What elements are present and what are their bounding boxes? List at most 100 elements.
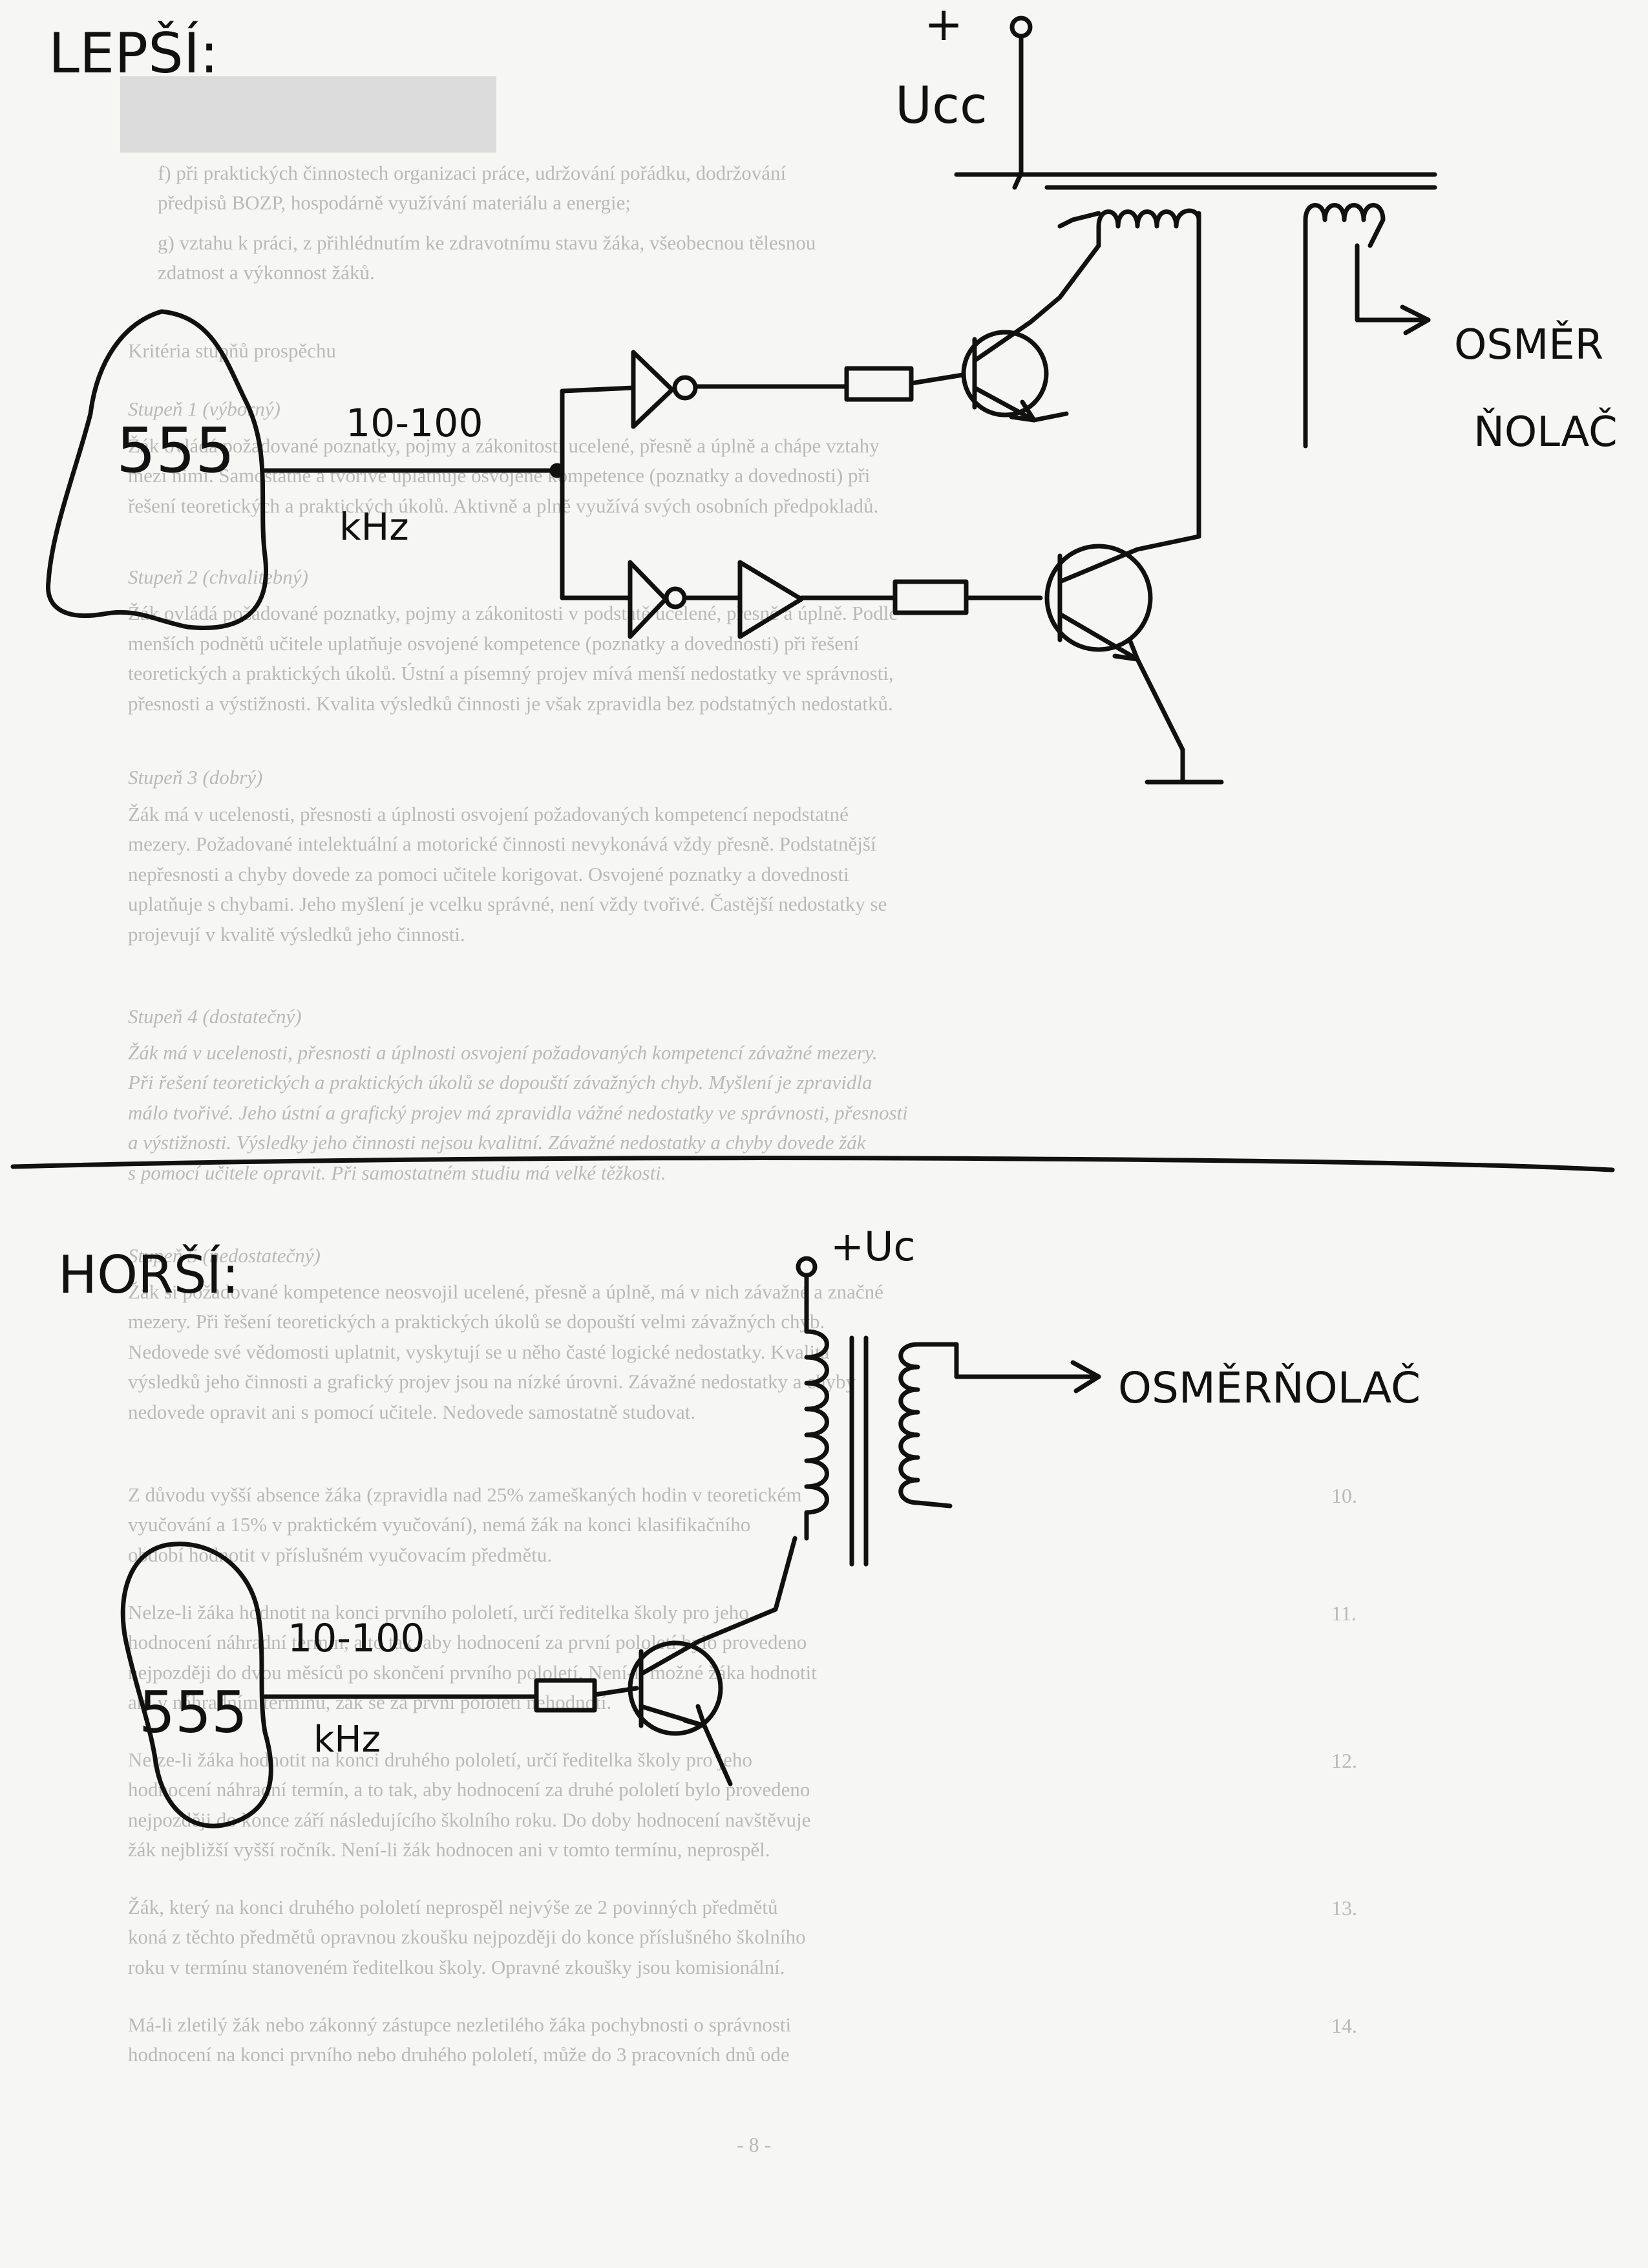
buffer-top — [631, 350, 675, 429]
section-divider — [10, 1156, 1615, 1172]
page-line: výsledků jeho činnosti a grafický projev… — [128, 1370, 856, 1393]
buffer-bottom-1 — [628, 560, 668, 639]
page-line: g) vztahu k práci, z přihlédnutím ke zdr… — [158, 231, 816, 254]
transistor-bottom-collector — [1057, 211, 1201, 584]
transistor-lower-emitter — [639, 1704, 733, 1786]
emitter-arrow-bottom — [1112, 637, 1140, 662]
page-heading: Stupeň 2 (chvalitebný) — [128, 566, 308, 588]
page-line: mezery. Při řešení teoretických a prakti… — [128, 1310, 825, 1333]
freq-unit-lower: kHz — [313, 1719, 381, 1761]
paragraph-number: 11. — [1331, 1602, 1357, 1625]
secondary-coil-lower — [898, 1342, 959, 1509]
page-line: hodnocení náhradní termín, a to tak, aby… — [128, 1778, 810, 1801]
timer-555-blob-lower — [120, 1542, 273, 1828]
paragraph-number: 14. — [1331, 2014, 1357, 2037]
resistor-bottom — [893, 579, 969, 615]
chip-label-lower: 555 — [139, 1679, 248, 1746]
paragraph-number: 13. — [1331, 1896, 1357, 1920]
secondary-coil — [1303, 203, 1386, 339]
coil-top-wire — [1057, 211, 1101, 229]
page-heading: Stupeň 4 (dostatečný) — [128, 1005, 302, 1028]
transistor-bottom — [1044, 544, 1153, 652]
transistor-top-emitter — [972, 385, 1037, 423]
page-line: Žák má v ucelenosti, přesnosti a úplnost… — [128, 803, 849, 825]
resistor-lower — [534, 1678, 597, 1713]
page-line: mezi nimi. Samostatně a tvořivě uplatňuj… — [128, 464, 871, 487]
rectifier-label-lower: OSMĚRŇOLAČ — [1118, 1362, 1421, 1413]
page-line: hodnocení na konci prvního nebo druhého … — [128, 2043, 790, 2066]
heading-upper: LEPŠÍ: — [48, 21, 218, 86]
paragraph-number: 10. — [1331, 1484, 1357, 1507]
inverter-bubble-top — [672, 375, 698, 401]
supply-label: Ucc — [895, 77, 988, 135]
page-line: žák nejbližší vyšší ročník. Není-li žák … — [128, 1838, 770, 1861]
chip-label-upper: 555 — [116, 414, 235, 487]
page-line: Žák ovládá požadované poznatky, pojmy a … — [128, 434, 880, 457]
freq-range-lower: 10-100 — [288, 1616, 425, 1661]
page-line: mezery. Požadované intelektuální a motor… — [128, 832, 876, 855]
supply-terminal-lower — [796, 1256, 818, 1278]
secondary-wire-lower — [954, 1342, 1101, 1379]
primary-coil — [1096, 208, 1201, 248]
page-line: předpisů BOZP, hospodárně využívání mate… — [158, 191, 631, 214]
transistor-top — [961, 330, 1049, 418]
page-footer: - 8 - — [737, 2133, 772, 2156]
page-heading: Stupeň 3 (dobrý) — [128, 766, 263, 789]
page-line: menších podnětů učitele uplatňuje osvoje… — [128, 632, 860, 655]
resistor-top — [844, 366, 914, 402]
supply-wire — [1012, 34, 1024, 190]
page-line: projevují v kvalitě výsledků jeho činnos… — [128, 923, 465, 946]
lower-schematic — [120, 1256, 1101, 1828]
inverter-bubble-bottom — [664, 586, 687, 609]
page-heading: Stupeň 1 (výborný) — [128, 397, 280, 420]
timer-555-blob — [45, 309, 268, 630]
output-arrow-lower — [1070, 1360, 1101, 1394]
page-line: teoretických a praktických úkolů. Ústní … — [128, 662, 894, 684]
buffer-bottom-2 — [737, 560, 804, 639]
transistor-bottom-emitter — [1057, 611, 1185, 752]
page-line: Nelze-li žáka hodnotit na konci druhého … — [128, 1748, 752, 1771]
page-line: zdatnost a výkonnost žáků. — [158, 261, 375, 284]
supply-plus: + — [924, 0, 963, 51]
page-line: nejpozději do dvou měsíců po skončení pr… — [128, 1661, 817, 1684]
page-line: vyučování a 15% v praktickém vyučování),… — [128, 1513, 751, 1536]
page-line: málo tvořivé. Jeho ústní a grafický proj… — [128, 1101, 908, 1124]
page-line: přesnosti a výstižnosti. Kvalita výsledk… — [128, 692, 893, 715]
rectifier-label-1: OSMĚR — [1454, 320, 1603, 369]
page-line: Má-li zletilý žák nebo zákonný zástupce … — [128, 2013, 792, 2036]
primary-coil-lower — [804, 1329, 829, 1541]
page-line: uplatňuje s chybami. Jeho myšlení je vce… — [128, 893, 887, 915]
page-line: a výstižnosti. Výsledky jeho činnosti ne… — [128, 1131, 866, 1154]
supply-terminal — [1009, 16, 1033, 39]
page-line: Nelze-li žáka hodnotit na konci prvního … — [128, 1601, 749, 1624]
transistor-top-collector — [972, 243, 1101, 363]
output-arrow — [1400, 304, 1431, 335]
page-line: koná z těchto předmětů opravnou zkoušku … — [128, 1925, 806, 1948]
paragraph-number: 12. — [1331, 1749, 1357, 1772]
page-line: řešení teoretických a praktických úkolů.… — [128, 494, 879, 517]
page-heading: Stupeň 5 (nedostatečný) — [128, 1244, 321, 1267]
emitter-top-wire — [1031, 411, 1069, 423]
page-line: Z důvodu vyšší absence žáka (zpravidla n… — [128, 1483, 802, 1506]
page-line: Nedovede své vědomosti uplatnit, vyskytu… — [128, 1341, 830, 1363]
page-line: f) při praktických činnostech organizaci… — [158, 162, 787, 184]
page-line: Žák si požadované kompetence neosvojil u… — [128, 1280, 883, 1303]
gray-redaction-box — [120, 76, 496, 153]
page-heading: Kritéria stupňů prospěchu — [128, 339, 336, 362]
freq-unit-upper: kHz — [339, 505, 409, 549]
page-line: Při řešení teoretických a praktických úk… — [128, 1071, 872, 1094]
upper-schematic — [45, 16, 1437, 785]
transistor-lower-collector — [639, 1536, 798, 1677]
rectifier-label-2: ŇOLAČ — [1474, 407, 1618, 456]
top-branch-wire — [560, 385, 636, 394]
transistor-lower — [628, 1640, 723, 1736]
page-line: s pomocí učitele opravit. Při samostatné… — [128, 1161, 666, 1184]
wire-to-base-top — [909, 372, 966, 386]
page-line: Žák, který na konci druhého pololetí nep… — [128, 1896, 778, 1918]
page-line: nepřesnosti a chyby dovede za pomoci uči… — [128, 863, 849, 885]
supply-label-lower: +Uc — [830, 1223, 915, 1270]
emitter-arrow-lower — [682, 1704, 707, 1728]
secondary-wire — [1355, 243, 1431, 323]
freq-range-upper: 10-100 — [346, 401, 483, 446]
